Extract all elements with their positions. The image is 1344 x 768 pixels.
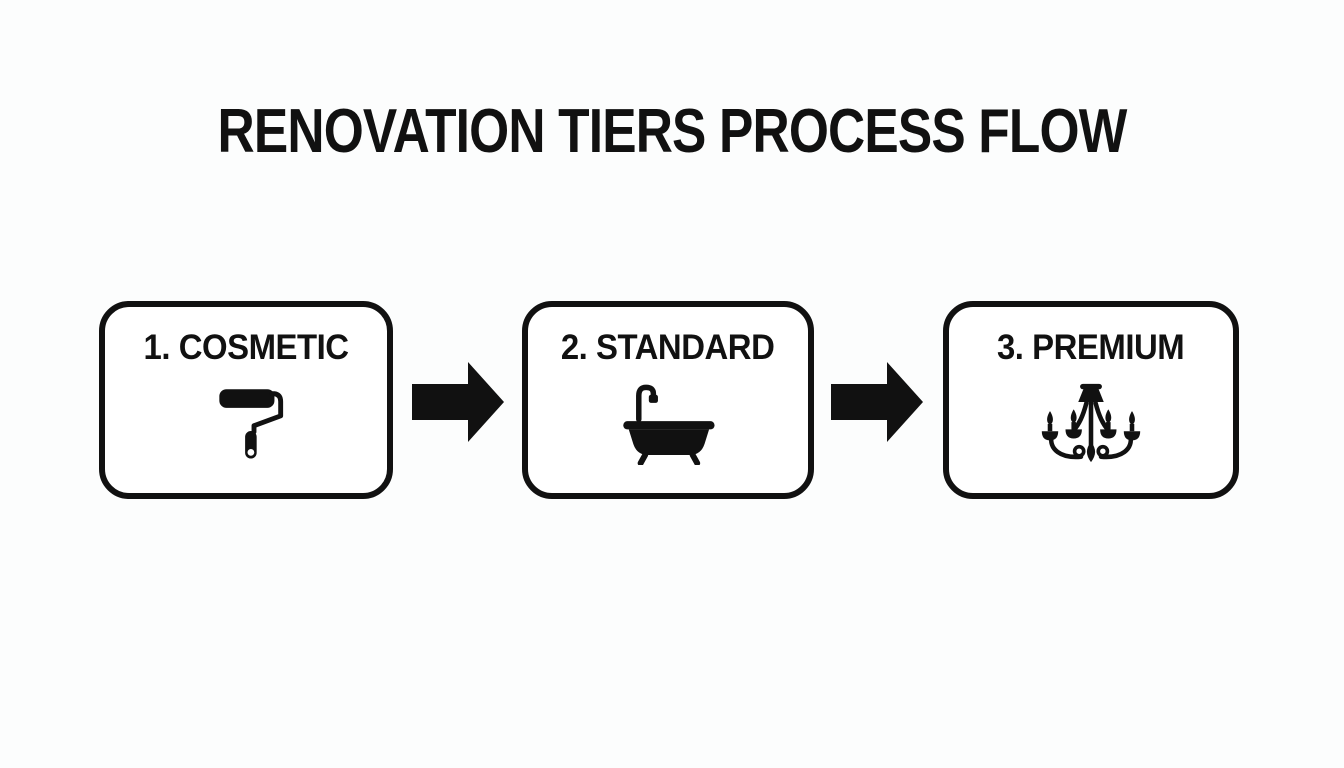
step-box-premium: 3. PREMIUM	[943, 301, 1239, 499]
paint-roller-icon	[206, 367, 286, 493]
step-box-cosmetic: 1. COSMETIC	[99, 301, 393, 499]
bathtub-icon	[617, 367, 719, 493]
step-box-standard: 2. STANDARD	[522, 301, 814, 499]
arrow-right-icon	[831, 362, 923, 442]
step-label: 3. PREMIUM	[997, 328, 1185, 367]
step-label: 2. STANDARD	[561, 328, 775, 367]
arrow-right-icon	[412, 362, 504, 442]
page-title: RENOVATION TIERS PROCESS FLOW	[217, 97, 1128, 166]
chandelier-icon	[1034, 367, 1148, 493]
step-label: 1. COSMETIC	[143, 328, 349, 367]
